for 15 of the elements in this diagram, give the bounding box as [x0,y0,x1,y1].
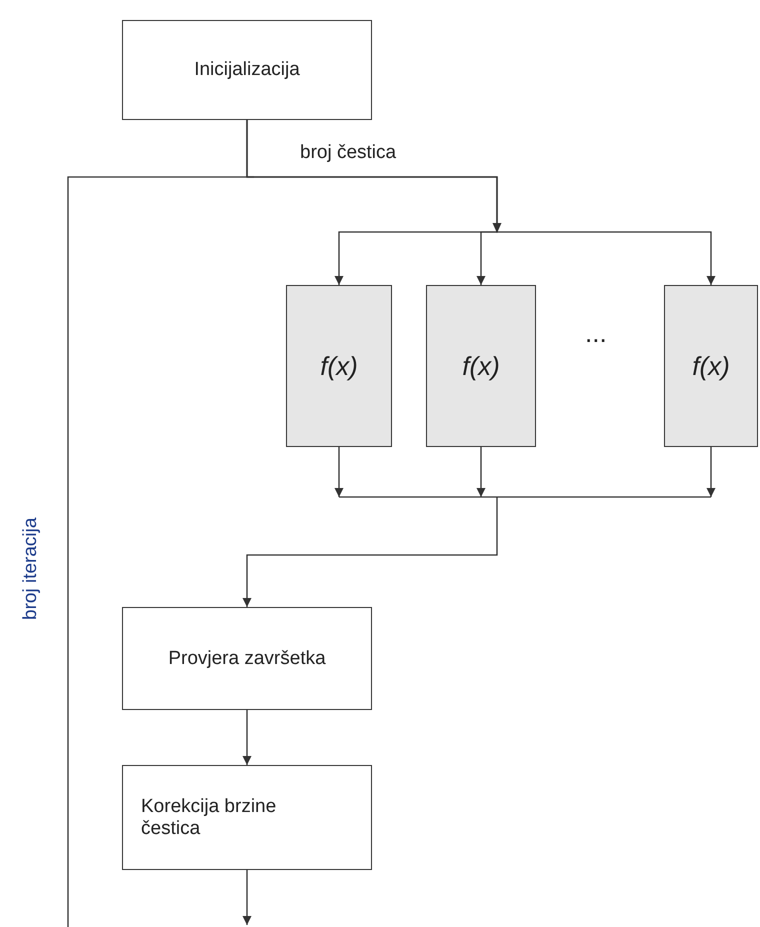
axis-label: broj iteracija [20,518,42,620]
ellipsis: ... [585,318,607,349]
edge-label: broj čestica [300,142,396,164]
function-box [286,285,392,447]
node-text: Provjera završetka [168,648,326,670]
process-box [122,765,372,870]
node-text: Korekcija brzine čestica [141,796,278,840]
function-box [664,285,758,447]
process-box [122,607,372,710]
process-box [122,20,372,120]
function-box [426,285,536,447]
node-text: f(x) [692,350,730,382]
node-text: f(x) [462,350,500,382]
node-text: f(x) [320,350,358,382]
node-text: Inicijalizacija [194,59,300,81]
